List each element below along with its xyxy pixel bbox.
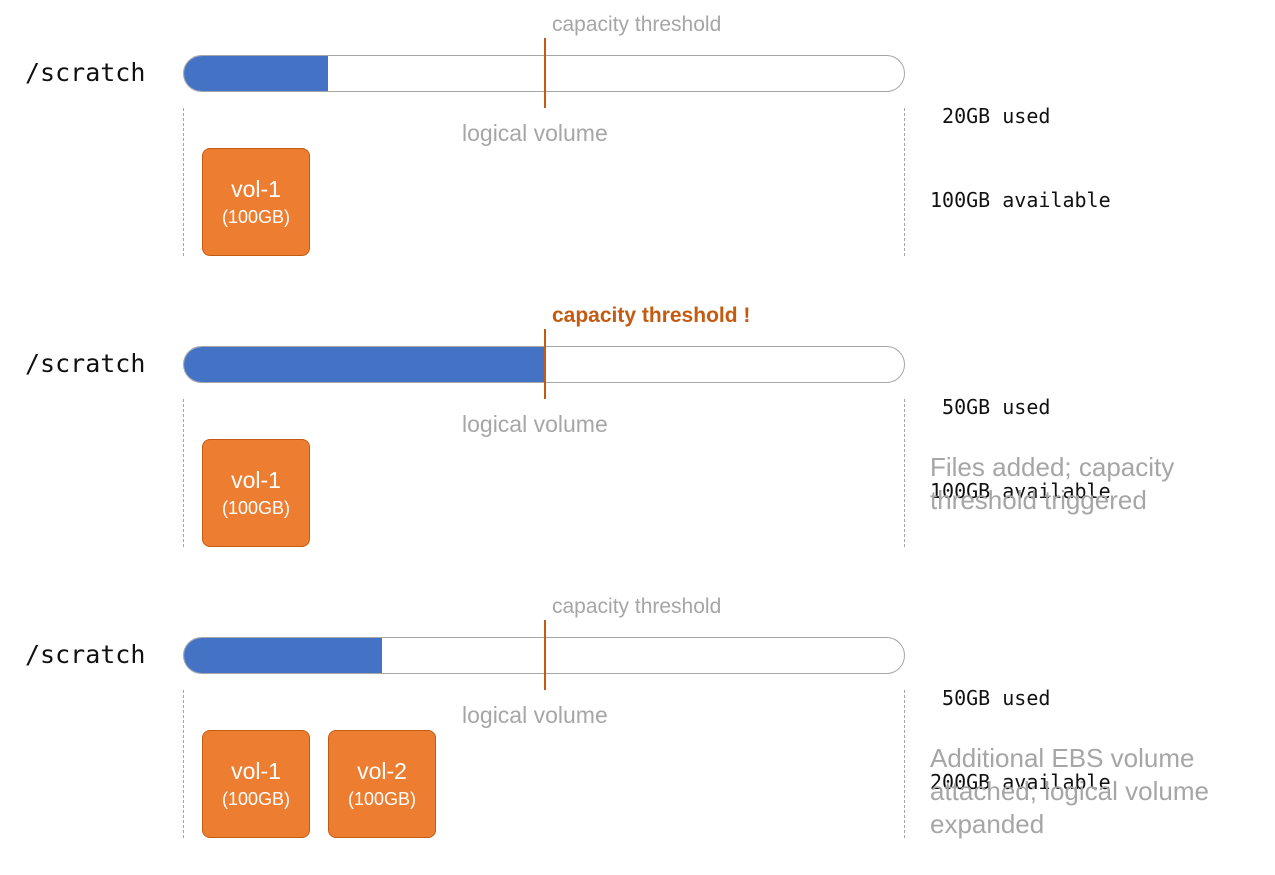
used-space-fill	[184, 347, 544, 382]
logical-volume-left-boundary	[183, 399, 184, 547]
panel-initial: /scratch capacity threshold 20GB used 10…	[0, 0, 1275, 290]
available-space-text: 200GB available	[930, 770, 1111, 794]
usage-readout: 20GB used 100GB available	[930, 46, 1111, 270]
used-space-fill	[184, 638, 382, 673]
logical-volume-label: logical volume	[462, 411, 608, 437]
used-space-fill	[184, 56, 328, 91]
volume-size: (100GB)	[347, 789, 417, 809]
used-space-text: 50GB used	[930, 395, 1051, 419]
volume-name: vol-2	[357, 758, 407, 784]
volume-name: vol-1	[231, 176, 281, 202]
logical-volume-left-boundary	[183, 690, 184, 838]
ebs-volume-block: vol-1 (100GB)	[202, 439, 310, 547]
logical-volume-left-boundary	[183, 108, 184, 256]
usage-readout: 50GB used 200GB available	[930, 628, 1111, 852]
usage-readout: 50GB used 100GB available	[930, 337, 1111, 561]
logical-volume-right-boundary	[904, 108, 905, 256]
panel-threshold-triggered: /scratch capacity threshold ! 50GB used …	[0, 291, 1275, 581]
capacity-threshold-marker	[544, 38, 546, 108]
logical-volume-right-boundary	[904, 399, 905, 547]
volume-size: (100GB)	[221, 789, 291, 809]
capacity-threshold-label: capacity threshold	[552, 595, 722, 618]
available-space-text: 100GB available	[930, 479, 1111, 503]
mount-path-label: /scratch	[25, 349, 146, 378]
logical-volume-label: logical volume	[462, 120, 608, 146]
capacity-threshold-marker	[544, 620, 546, 690]
used-space-text: 50GB used	[930, 686, 1051, 710]
volume-size: (100GB)	[221, 207, 291, 227]
panel-volume-expanded: /scratch capacity threshold 50GB used 20…	[0, 582, 1275, 872]
capacity-threshold-marker	[544, 329, 546, 399]
mount-path-label: /scratch	[25, 640, 146, 669]
step-note: Files added; capacity threshold triggere…	[930, 452, 1175, 515]
capacity-threshold-label: capacity threshold	[552, 13, 722, 36]
logical-volume-label: logical volume	[462, 702, 608, 728]
ebs-volume-block: vol-1 (100GB)	[202, 148, 310, 256]
volume-name: vol-1	[231, 758, 281, 784]
mount-path-label: /scratch	[25, 58, 146, 87]
ebs-volume-block: vol-2 (100GB)	[328, 730, 436, 838]
used-space-text: 20GB used	[930, 104, 1051, 128]
ebs-volume-block: vol-1 (100GB)	[202, 730, 310, 838]
logical-volume-right-boundary	[904, 690, 905, 838]
available-space-text: 100GB available	[930, 188, 1111, 212]
volume-name: vol-1	[231, 467, 281, 493]
step-note: Additional EBS volume attached; logical …	[930, 743, 1209, 839]
volume-size: (100GB)	[221, 498, 291, 518]
capacity-threshold-alert-label: capacity threshold !	[552, 304, 751, 327]
